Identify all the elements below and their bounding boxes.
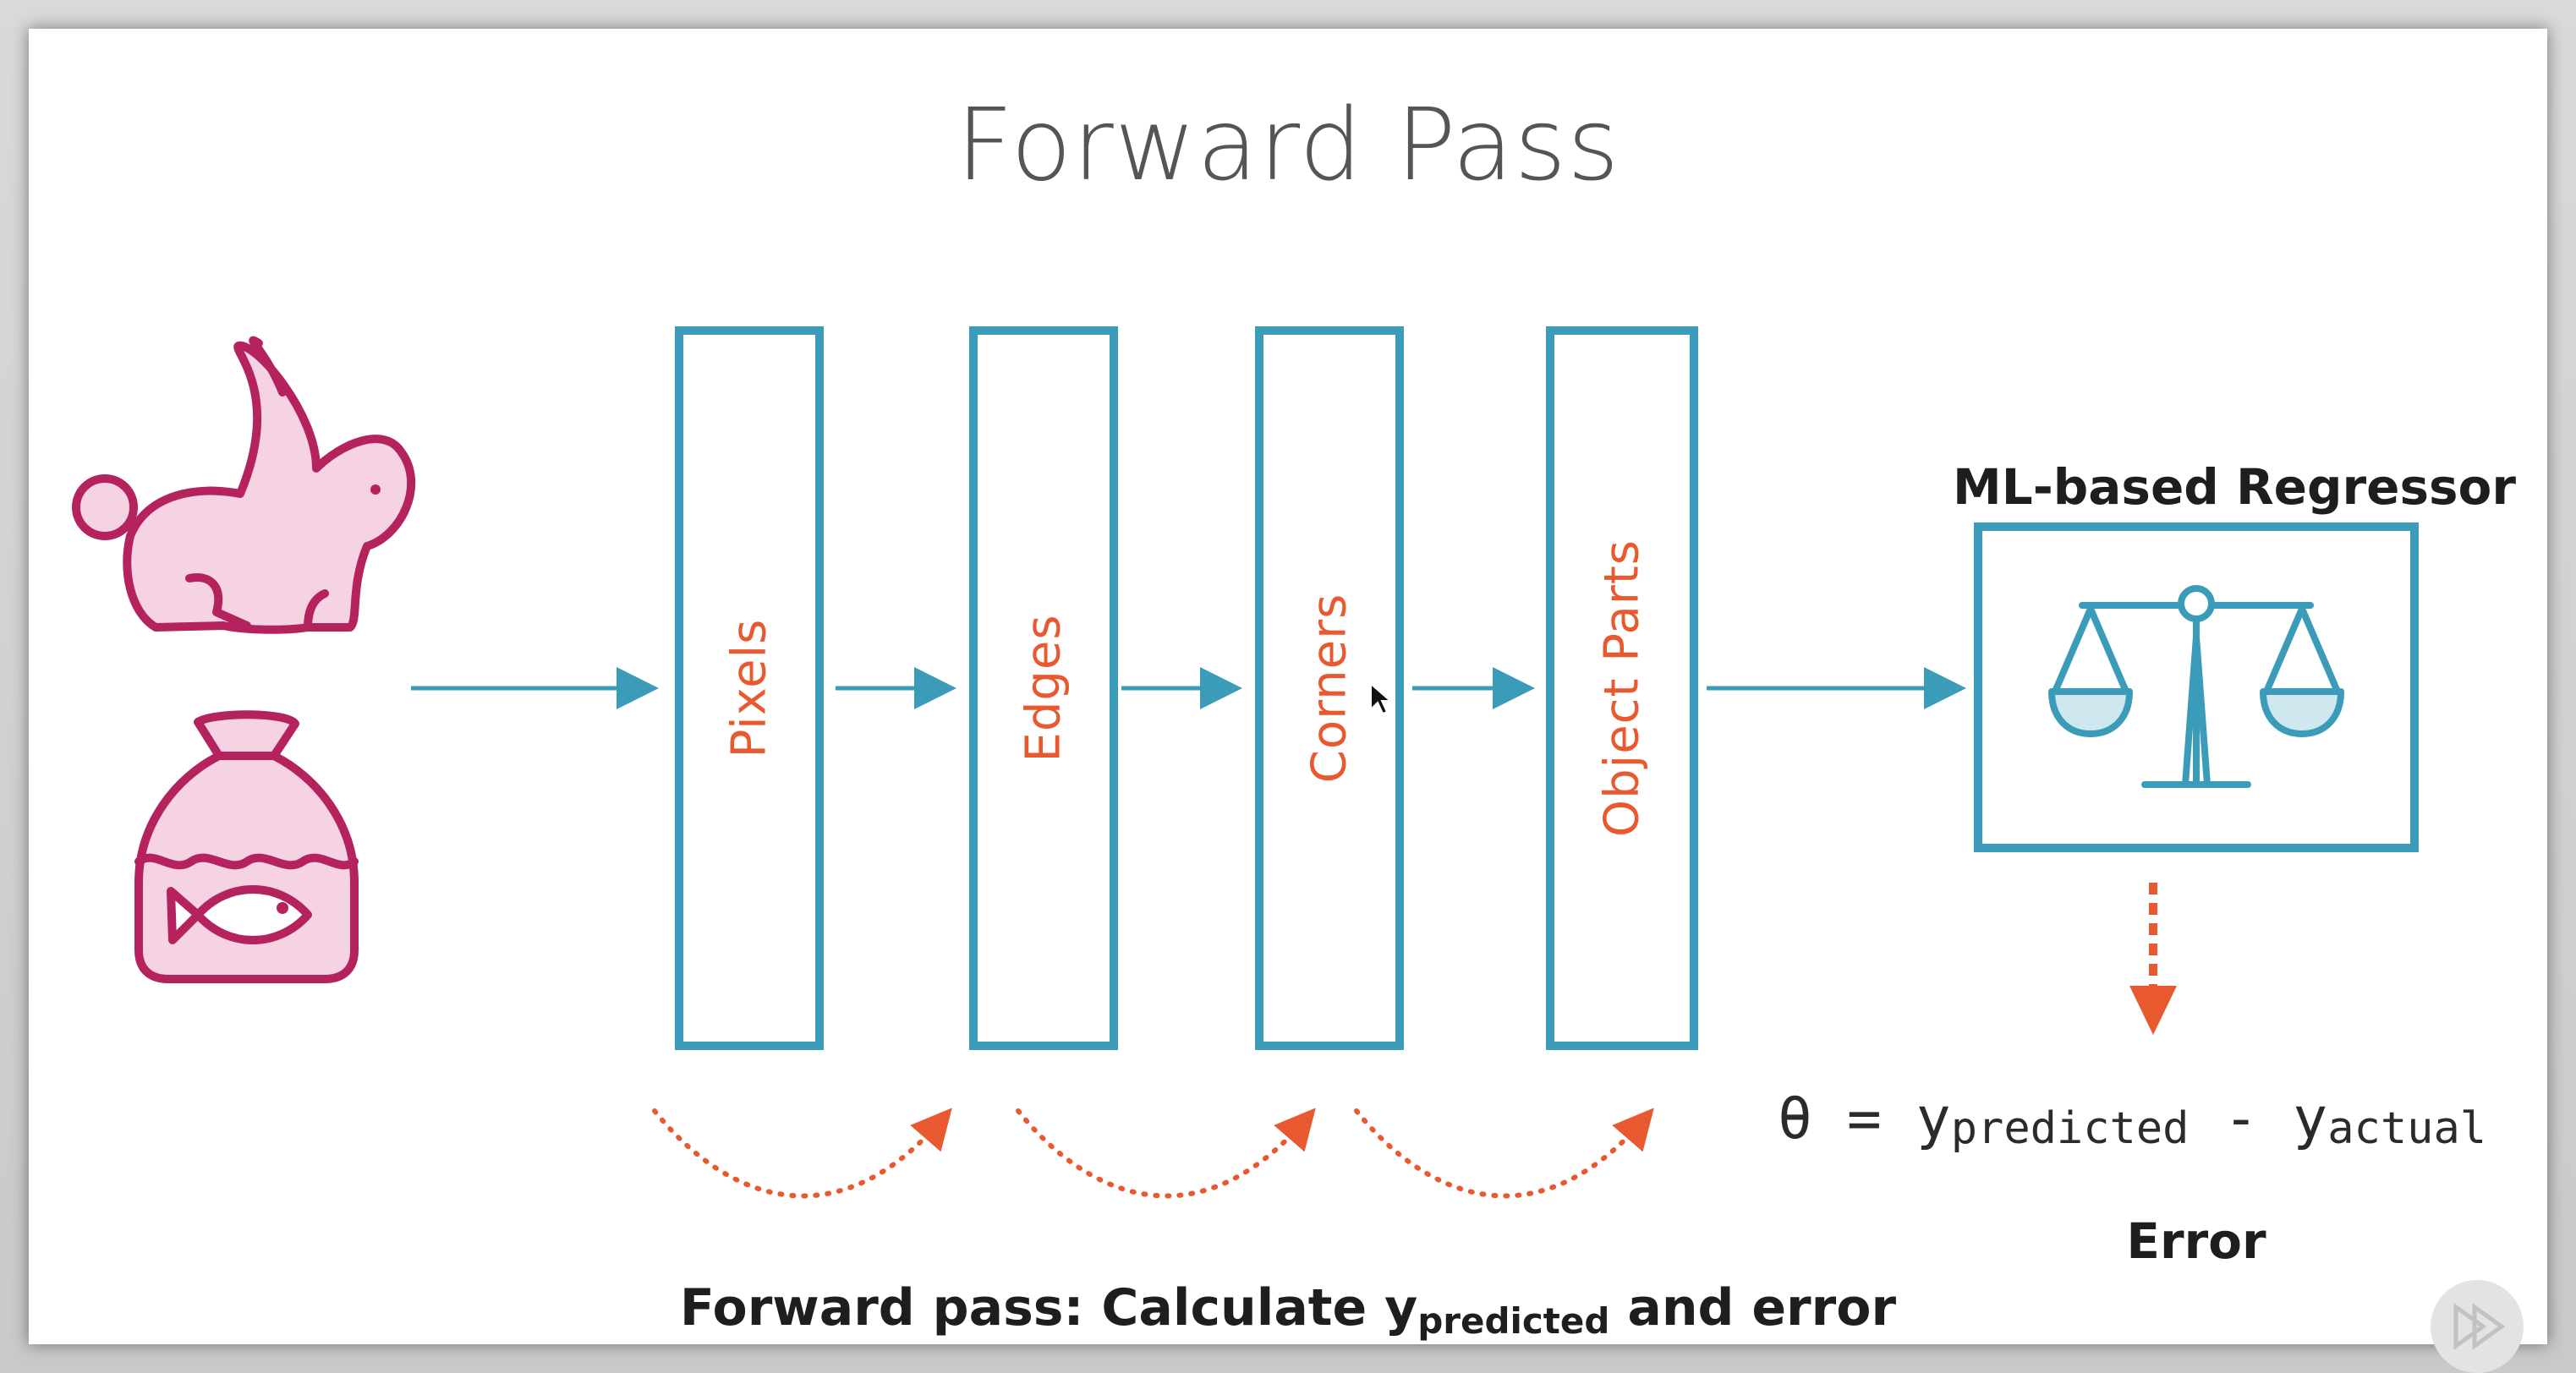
regressor-title: ML-based Regressor — [1953, 458, 2516, 516]
curve-arrow-1 — [652, 1108, 952, 1199]
curve-arrow-2 — [1016, 1108, 1316, 1199]
layer-label-pixels: Pixels — [721, 618, 777, 758]
dotted-curve-arrows — [652, 1108, 1654, 1199]
error-label: Error — [2126, 1212, 2266, 1270]
curve-arrow-3 — [1354, 1108, 1654, 1199]
caption: Forward pass: Calculate ypredicted and e… — [29, 1278, 2547, 1342]
layer-label-corners: Corners — [1302, 593, 1357, 784]
layer-box-edges: Edges — [969, 326, 1118, 1050]
layer-label-object-parts: Object Parts — [1594, 539, 1650, 837]
layer-box-object-parts: Object Parts — [1546, 326, 1698, 1050]
layer-box-pixels: Pixels — [675, 326, 824, 1050]
player-badge[interactable] — [2431, 1280, 2524, 1373]
error-down-arrow — [2129, 883, 2177, 1035]
caption-prefix: Forward pass: Calculate y — [679, 1278, 1418, 1337]
play-icon — [2453, 1303, 2506, 1350]
equation-mid: - y — [2189, 1086, 2328, 1152]
slide-title: Forward Pass — [956, 86, 1620, 203]
equation-sub-predicted: predicted — [1950, 1103, 2190, 1154]
mouse-cursor-icon — [1370, 682, 1391, 715]
diagram-canvas — [72, 336, 2177, 1199]
layer-label-edges: Edges — [1016, 614, 1072, 763]
rabbit-icon — [72, 336, 416, 634]
slide: Forward Pass — [29, 29, 2547, 1373]
caption-suffix: and error — [1609, 1278, 1897, 1337]
error-equation: θ = ypredicted - yactual — [1778, 1086, 2486, 1154]
scales-icon — [2048, 585, 2344, 788]
layer-box-corners: Corners — [1255, 326, 1404, 1050]
equation-sub-actual: actual — [2327, 1103, 2487, 1154]
caption-subscript: predicted — [1417, 1300, 1610, 1342]
fishbowl-icon — [134, 710, 359, 983]
equation-lhs: θ = y — [1778, 1086, 1951, 1152]
regressor-box — [1974, 522, 2419, 852]
